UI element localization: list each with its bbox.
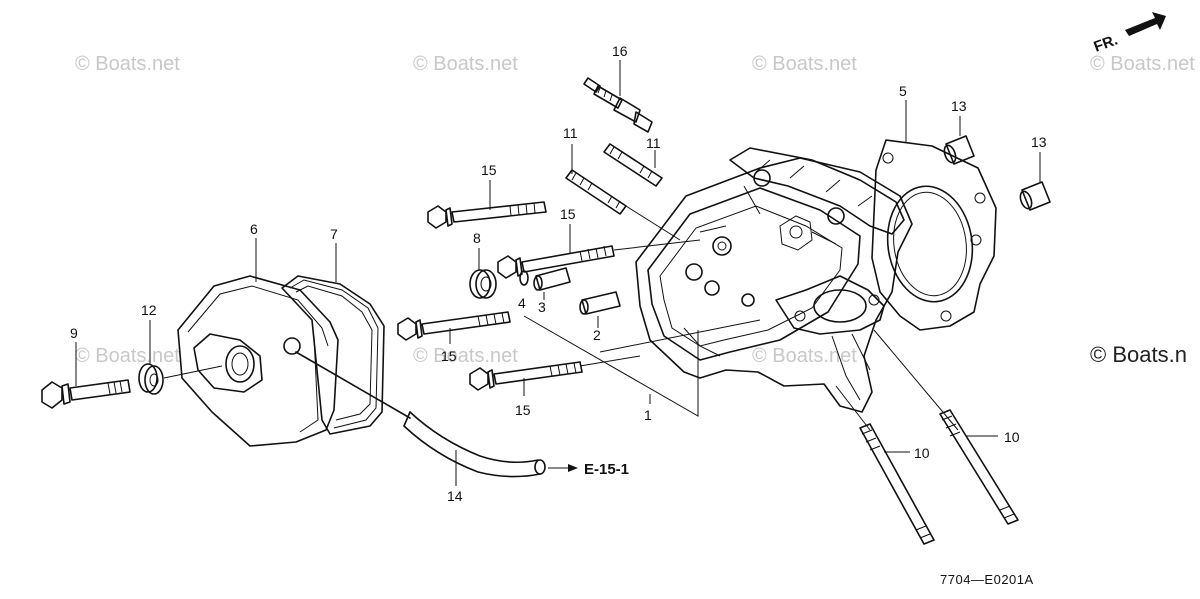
flange-bolt [397, 311, 511, 341]
clip-ring [519, 270, 529, 286]
watermark: © Boats.net [752, 53, 857, 75]
head-cover [177, 275, 339, 447]
watermark-main: © Boats.n [1090, 342, 1187, 367]
diagram-reference-code: 7704—E0201A [940, 572, 1034, 587]
washer [138, 363, 164, 395]
callout-8: 8 [473, 230, 481, 246]
callout-6: 6 [250, 221, 258, 237]
spark-plug [583, 77, 653, 133]
callout-10: 10 [1004, 429, 1020, 445]
callout-leader [579, 355, 641, 367]
callout-leader [873, 329, 959, 431]
watermark: © Boats.net [413, 345, 518, 367]
callout-11: 11 [563, 125, 578, 141]
callout-leader [613, 239, 701, 251]
callout-3: 3 [538, 299, 546, 315]
reference-arrow-label[interactable]: E-15-1 [584, 461, 629, 478]
callout-leader [625, 205, 681, 241]
dowel-pin [533, 267, 571, 291]
callout-14: 14 [447, 488, 463, 504]
callout-15: 15 [441, 348, 457, 364]
flange-bolt [427, 201, 547, 229]
watermark: © Boats.net [752, 345, 857, 367]
front-direction-arrow: FR. [1092, 12, 1166, 56]
watermark: © Boats.net [413, 53, 518, 75]
head-gasket [871, 139, 997, 331]
callout-7: 7 [330, 226, 338, 242]
callout-16: 16 [612, 43, 628, 59]
callout-leader [599, 319, 761, 353]
breather-tube [295, 351, 546, 478]
long-stud [939, 409, 1019, 525]
dowel-pin [579, 291, 621, 315]
dowel-pin [1019, 181, 1051, 211]
cylinder-head [635, 147, 913, 413]
callout-leader [163, 365, 223, 379]
reference-arrow[interactable]: E-15-1 [548, 461, 629, 478]
callout-15: 15 [515, 402, 531, 418]
watermark: © Boats.net [75, 345, 180, 367]
callout-5: 5 [899, 83, 907, 99]
stud-bolt [603, 143, 663, 187]
callout-leader [835, 385, 871, 431]
sealing-washer [469, 269, 497, 299]
long-stud [859, 423, 935, 545]
callout-13: 13 [1031, 134, 1047, 150]
callout-4: 4 [518, 295, 526, 311]
flange-bolt [497, 245, 615, 279]
cover-bolt [41, 379, 131, 409]
callout-9: 9 [70, 325, 78, 341]
callout-12: 12 [141, 302, 157, 318]
callout-10: 10 [914, 445, 930, 461]
callout-15: 15 [560, 206, 576, 222]
callout-11: 11 [646, 135, 661, 151]
callout-13: 13 [951, 98, 967, 114]
callout-2: 2 [593, 327, 601, 343]
flange-bolt [469, 361, 583, 391]
dowel-pin [943, 135, 975, 165]
watermark: © Boats.net [75, 53, 180, 75]
head-cover-gasket [281, 275, 385, 435]
watermark: © Boats.net [1090, 53, 1195, 75]
callout-1: 1 [644, 407, 652, 423]
callout-15: 15 [481, 162, 497, 178]
